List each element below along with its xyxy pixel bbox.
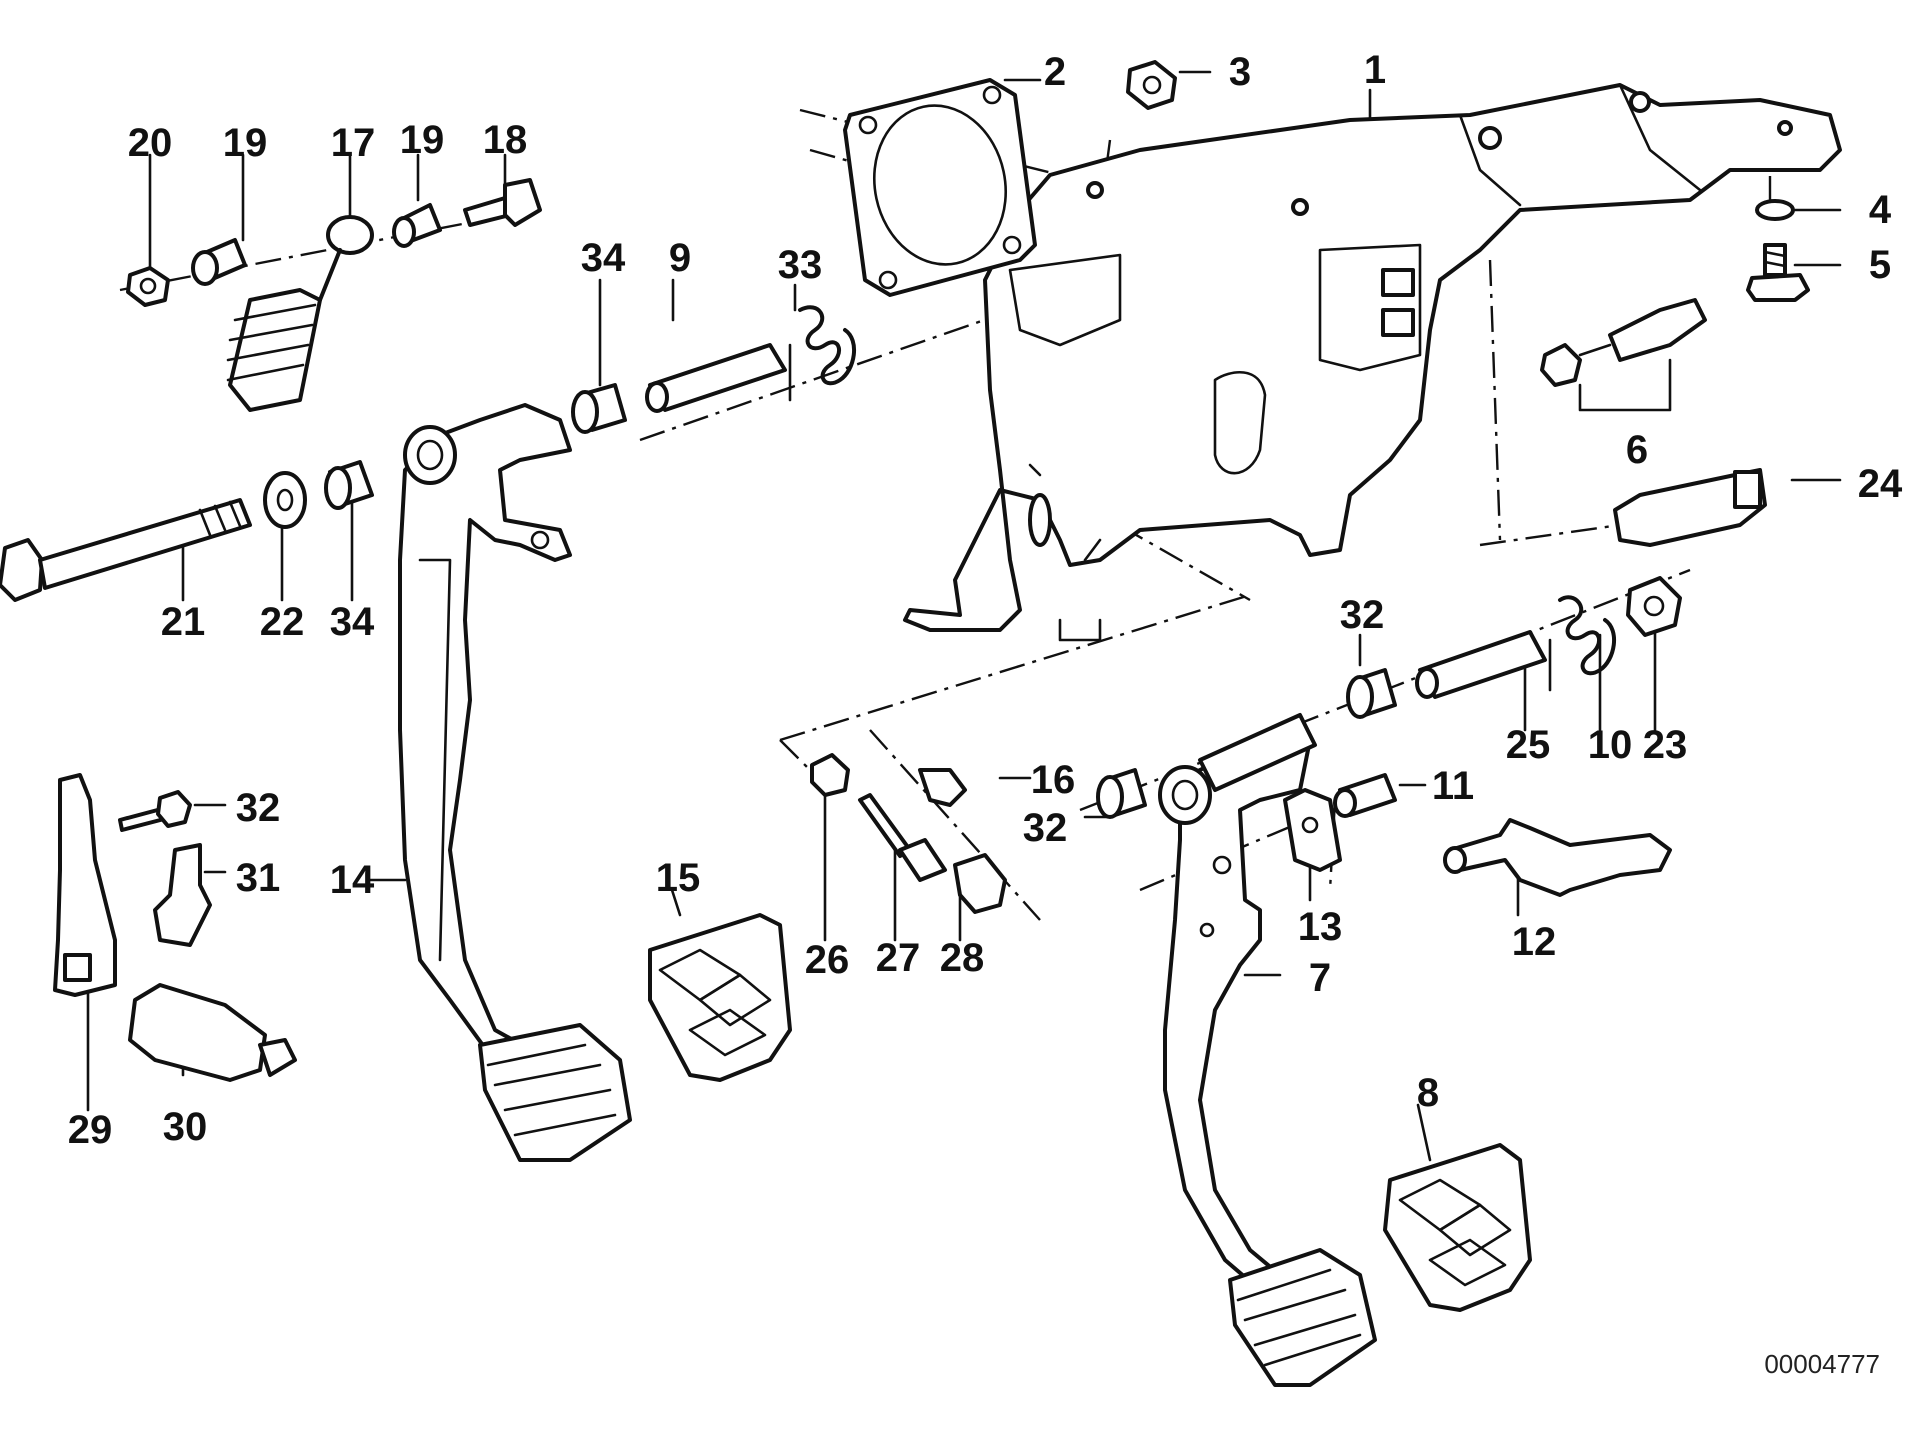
- stop-part-28: [953, 853, 1007, 914]
- clutch-pedal-part-14: [398, 403, 632, 1162]
- spring-assembly-part-17: [226, 215, 374, 412]
- part-label-33: 33: [777, 243, 823, 287]
- clip-part-31: [153, 843, 212, 947]
- part-label-4: 4: [1868, 188, 1892, 232]
- pin-part-18: [463, 178, 542, 227]
- part-label-8: 8: [1416, 1071, 1440, 1115]
- part-label-13: 13: [1297, 905, 1343, 949]
- diagram-id: 00004777: [1764, 1349, 1880, 1379]
- sleeve-part-9: [645, 343, 787, 413]
- bolt-part-21: [0, 498, 252, 602]
- part-label-18: 18: [482, 118, 528, 162]
- part-label-32-upper: 32: [1339, 593, 1385, 637]
- sleeve-part-25: [1415, 630, 1547, 699]
- part-label-2: 2: [1043, 50, 1067, 94]
- part-label-6: 6: [1625, 428, 1649, 472]
- nut-part-20: [126, 266, 170, 307]
- bushing-part-34-upper: [571, 383, 627, 434]
- part-label-3: 3: [1228, 50, 1252, 94]
- brake-pedal-part-7: [1158, 718, 1377, 1387]
- part-label-34-upper: 34: [580, 236, 626, 280]
- bolt-part-5: [1746, 243, 1810, 302]
- part-label-34-lower: 34: [329, 600, 375, 644]
- screw-part-32-small: [118, 790, 192, 832]
- part-label-10: 10: [1587, 723, 1633, 767]
- washer-part-22: [263, 471, 307, 529]
- connector-part-24: [1613, 468, 1767, 547]
- part-label-5: 5: [1868, 243, 1892, 287]
- part-label-1: 1: [1363, 48, 1387, 92]
- pushrod-lever-part-12: [1443, 818, 1672, 897]
- cap-part-16: [918, 768, 967, 807]
- switch-part-30: [128, 983, 297, 1082]
- bolt-part-27: [858, 793, 947, 882]
- bushing-part-11: [1333, 773, 1397, 818]
- washer-part-4: [1755, 199, 1795, 221]
- sleeve-pivot-brake: [1198, 713, 1317, 792]
- gasket-part-2: [843, 78, 1037, 297]
- part-label-28: 28: [939, 936, 985, 980]
- part-label-23: 23: [1642, 723, 1688, 767]
- part-label-30: 30: [162, 1105, 208, 1149]
- part-label-16: 16: [1030, 758, 1076, 802]
- part-label-29: 29: [67, 1108, 113, 1152]
- part-label-9: 9: [668, 236, 692, 280]
- part-label-17: 17: [330, 121, 376, 165]
- part-label-15: 15: [655, 856, 701, 900]
- nut-part-26: [810, 753, 850, 797]
- part-label-24: 24: [1857, 462, 1903, 506]
- bushing-part-32-upper: [1346, 668, 1397, 719]
- spring-part-10: [1548, 595, 1617, 692]
- part-label-14: 14: [329, 858, 375, 902]
- pedal-pad-part-15: [648, 913, 792, 1082]
- part-label-32-pivot: 32: [1022, 806, 1068, 850]
- part-label-25: 25: [1505, 723, 1551, 767]
- part-label-12: 12: [1511, 920, 1557, 964]
- part-label-26: 26: [804, 938, 850, 982]
- part-label-27: 27: [875, 936, 921, 980]
- bushing-part-19-left: [191, 238, 247, 286]
- part-label-19-left: 19: [222, 121, 268, 165]
- part-label-32-left: 32: [235, 786, 281, 830]
- nut-part-23: [1626, 576, 1682, 637]
- spring-part-33: [788, 305, 857, 402]
- bushing-part-34-lower: [324, 460, 374, 510]
- part-label-21: 21: [160, 600, 206, 644]
- pedal-pad-part-8: [1383, 1143, 1532, 1312]
- part-label-31: 31: [235, 856, 281, 900]
- pedal-bracket-part-1: [903, 83, 1842, 642]
- bushing-part-32-pivot: [1096, 768, 1147, 819]
- bracket-part-29: [53, 773, 117, 997]
- part-label-19-right: 19: [399, 118, 445, 162]
- part-label-7: 7: [1308, 956, 1332, 1000]
- switch-part-6: [1540, 298, 1707, 412]
- bushing-part-19-right: [392, 203, 442, 248]
- part-label-22: 22: [259, 600, 305, 644]
- nut-part-3: [1126, 60, 1177, 110]
- part-label-11: 11: [1431, 764, 1475, 808]
- part-label-20: 20: [127, 121, 173, 165]
- bracket-part-13: [1283, 788, 1342, 872]
